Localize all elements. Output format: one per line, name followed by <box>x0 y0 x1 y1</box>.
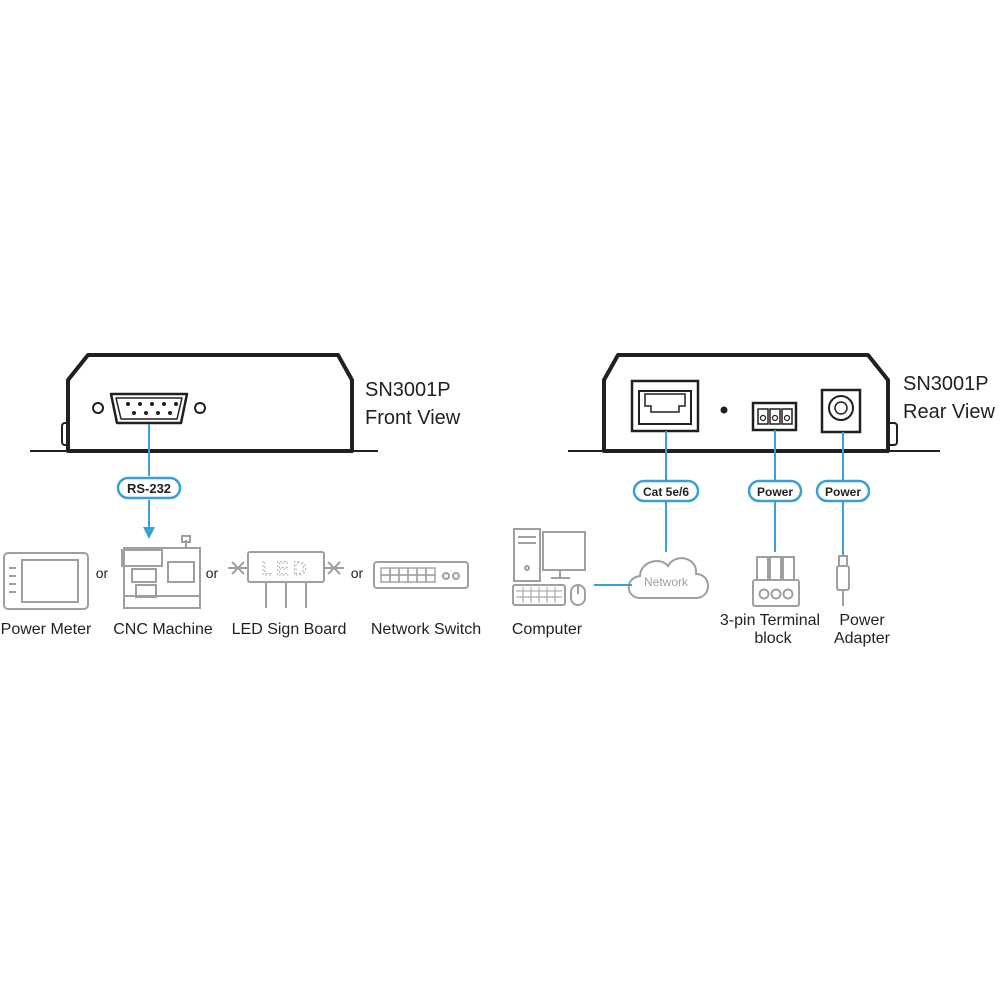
network-switch-icon <box>373 561 469 589</box>
status-led <box>720 406 728 414</box>
terminal-block-label-line2: block <box>754 630 792 647</box>
power-meter-icon <box>3 552 89 610</box>
device-label-cnc-machine: CNC Machine <box>113 621 213 638</box>
adapter-power-badge: Power <box>815 479 871 503</box>
power-adapter-label-line2: Adapter <box>834 630 891 647</box>
lan-badge: Cat 5e/6 <box>632 479 700 503</box>
computer-icon <box>512 528 586 606</box>
rear-device <box>568 353 940 453</box>
terminal-block-label-line1: 3-pin Terminal <box>720 612 820 629</box>
power-adapter-label-line1: Power <box>839 612 885 629</box>
front-device <box>30 353 378 453</box>
or-separator-2: or <box>206 565 219 581</box>
terminal-block-icon <box>752 556 800 607</box>
rs232-badge-label: RS-232 <box>127 481 171 496</box>
computer-label: Computer <box>512 621 583 638</box>
adapter-power-badge-label: Power <box>825 485 861 499</box>
rs232-badge: RS-232 <box>116 476 182 500</box>
network-cloud-label: Network <box>644 575 689 589</box>
device-label-power-meter: Power Meter <box>1 621 92 638</box>
lan-badge-label: Cat 5e/6 <box>643 485 689 499</box>
rear-title-view: Rear View <box>903 401 995 423</box>
led-sign-board-icon: LED <box>228 551 344 608</box>
lan-port <box>630 379 700 433</box>
dc-jack-port <box>820 388 862 434</box>
rear-title-model: SN3001P <box>903 373 989 395</box>
device-label-led-sign-board: LED Sign Board <box>232 621 347 638</box>
device-label-network-switch: Network Switch <box>371 621 481 638</box>
or-separator-1: or <box>96 565 109 581</box>
front-title-view: Front View <box>365 407 461 429</box>
terminal-power-badge: Power <box>747 479 803 503</box>
network-cloud-icon: Network <box>627 557 709 599</box>
cnc-machine-icon <box>121 535 201 609</box>
terminal-port <box>751 401 798 432</box>
led-sign-text: LED <box>262 559 311 580</box>
rs232-port <box>92 392 206 425</box>
terminal-power-badge-label: Power <box>757 485 793 499</box>
or-separator-3: or <box>351 565 364 581</box>
front-title-model: SN3001P <box>365 379 451 401</box>
power-adapter-plug-icon <box>836 555 850 606</box>
